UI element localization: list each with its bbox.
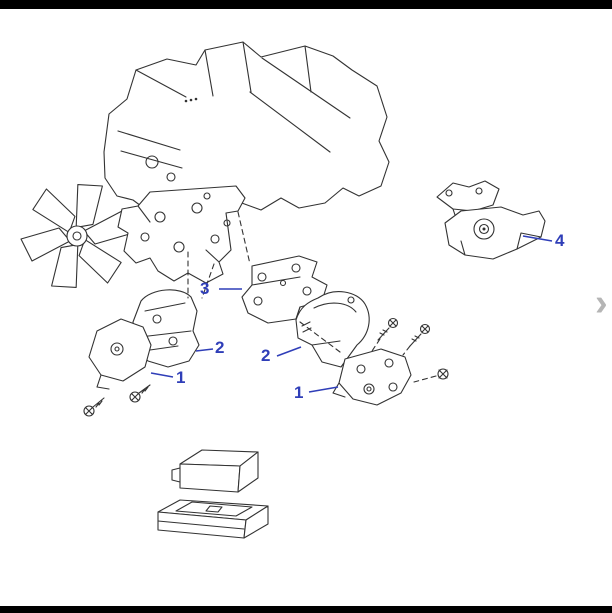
callout-leader-lines xyxy=(150,235,553,393)
top-bar xyxy=(0,0,612,9)
callout-1-left[interactable]: 1 xyxy=(176,368,186,387)
callout-2-right[interactable]: 2 xyxy=(261,346,271,365)
next-page-chevron[interactable]: › xyxy=(595,282,608,324)
fan xyxy=(20,183,134,289)
callout-2-left[interactable]: 2 xyxy=(215,338,225,357)
projection-lines xyxy=(187,211,437,383)
callout-3[interactable]: 3 xyxy=(200,279,210,298)
main-mount-bracket xyxy=(117,185,246,284)
part3-bracket xyxy=(241,255,328,324)
engine-outline xyxy=(103,41,390,215)
callout-1-right[interactable]: 1 xyxy=(294,383,304,402)
bottom-bar xyxy=(0,606,612,613)
bolt-icons-left xyxy=(83,384,151,417)
bottom-block-upper xyxy=(171,449,259,493)
part4-rear-mount xyxy=(436,180,546,260)
part2-right-insulator xyxy=(295,291,370,368)
callout-4[interactable]: 4 xyxy=(555,231,565,250)
part1-right-bracket xyxy=(332,348,412,406)
bottom-block-lower xyxy=(157,499,269,539)
part1-left-bracket xyxy=(88,318,152,390)
bolt-icons-right xyxy=(377,317,449,380)
